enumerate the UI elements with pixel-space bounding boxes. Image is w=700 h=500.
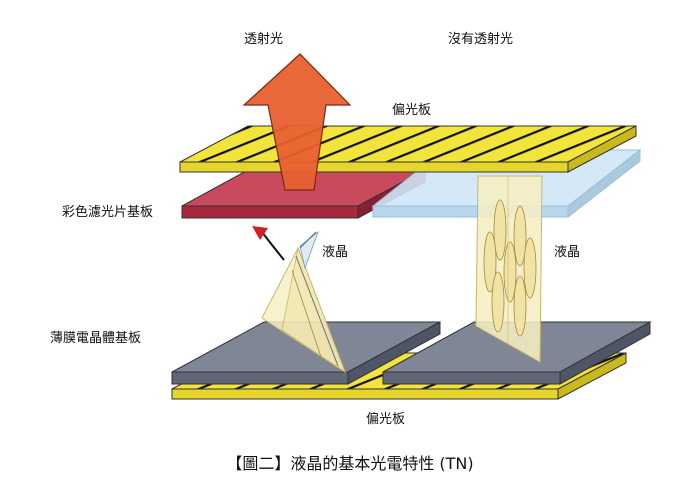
label-light-through: 透射光 <box>244 31 283 47</box>
rotation-arrow <box>252 226 285 261</box>
lc-vertical-column <box>475 175 543 363</box>
label-tft-substrate: 薄膜電晶體基板 <box>50 331 141 346</box>
top-polarizer <box>179 125 637 173</box>
label-top-polarizer: 偏光板 <box>392 103 431 118</box>
label-no-light-through: 沒有透射光 <box>448 31 513 47</box>
figure-caption: 【圖二】液晶的基本光電特性 (TN) <box>226 454 473 473</box>
label-lc-left: 液晶 <box>322 245 348 260</box>
transmitted-light-arrow <box>242 53 352 191</box>
lc-twisted-fan <box>261 230 347 374</box>
label-bottom-polarizer: 偏光板 <box>366 412 405 427</box>
tft-substrate-left <box>171 321 441 385</box>
label-color-filter: 彩色濾光片基板 <box>62 204 153 220</box>
label-lc-right: 液晶 <box>554 245 580 260</box>
